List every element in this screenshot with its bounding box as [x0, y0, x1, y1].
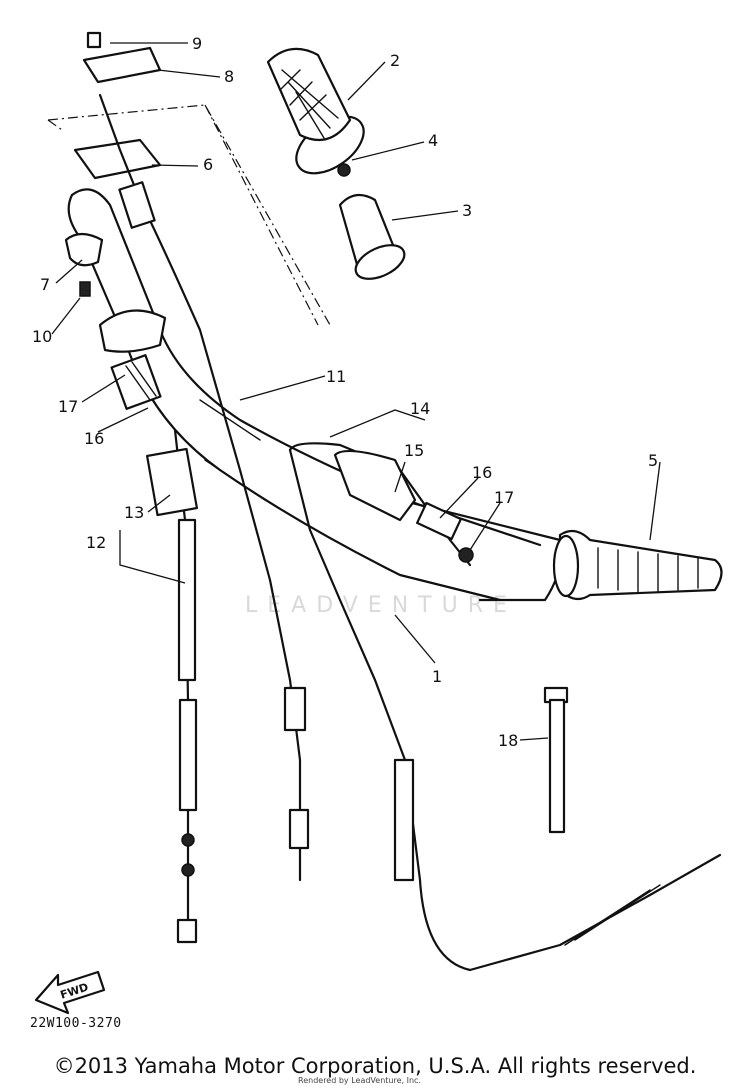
- callout-5: 5: [648, 451, 658, 470]
- right-cable-assembly[interactable]: [288, 442, 722, 972]
- render-credit: Rendered by LeadVenture, Inc.: [298, 1076, 421, 1085]
- callout-8: 8: [224, 67, 234, 86]
- callout-17-left: 17: [58, 397, 78, 416]
- left-grip[interactable]: [552, 529, 723, 601]
- watermark-text: LEADVENTURE: [245, 593, 517, 618]
- callout-11: 11: [326, 367, 346, 386]
- callout-10: 10: [32, 327, 52, 346]
- right-grip[interactable]: [266, 47, 374, 185]
- callout-16-left: 16: [84, 429, 104, 448]
- callout-6: 6: [203, 155, 213, 174]
- callout-12: 12: [86, 533, 106, 552]
- leader-lines: [51, 42, 661, 741]
- drawing-code: 22W100-3270: [30, 1016, 122, 1031]
- throttle-tube[interactable]: [338, 193, 409, 286]
- callout-2: 2: [390, 51, 400, 70]
- lever-holder[interactable]: [98, 309, 167, 353]
- fwd-arrow-icon: FWD: [34, 970, 106, 1015]
- callout-9: 9: [192, 34, 202, 53]
- cable-tie[interactable]: [543, 686, 569, 834]
- clutch-cable[interactable]: [145, 428, 199, 944]
- bolt[interactable]: [79, 281, 91, 297]
- adjuster-right[interactable]: [458, 547, 474, 563]
- adjuster-left[interactable]: [110, 354, 162, 410]
- copyright-notice: ©2013 Yamaha Motor Corporation, U.S.A. A…: [53, 1054, 697, 1078]
- callout-1: 1: [432, 667, 442, 686]
- callout-4: 4: [428, 131, 438, 150]
- callout-17-right: 17: [494, 488, 514, 507]
- cable-guide[interactable]: [64, 232, 104, 267]
- assembly-boundary: [47, 104, 331, 326]
- callout-3: 3: [462, 201, 472, 220]
- housing-cover[interactable]: [82, 46, 162, 84]
- callout-14: 14: [410, 399, 430, 418]
- callout-7: 7: [40, 275, 50, 294]
- callout-16-right: 16: [472, 463, 492, 482]
- callout-13: 13: [124, 503, 144, 522]
- callout-18: 18: [498, 731, 518, 750]
- throttle-cable[interactable]: [98, 93, 310, 882]
- screw[interactable]: [86, 31, 102, 49]
- callout-15: 15: [404, 441, 424, 460]
- spacer-collar[interactable]: [337, 163, 351, 177]
